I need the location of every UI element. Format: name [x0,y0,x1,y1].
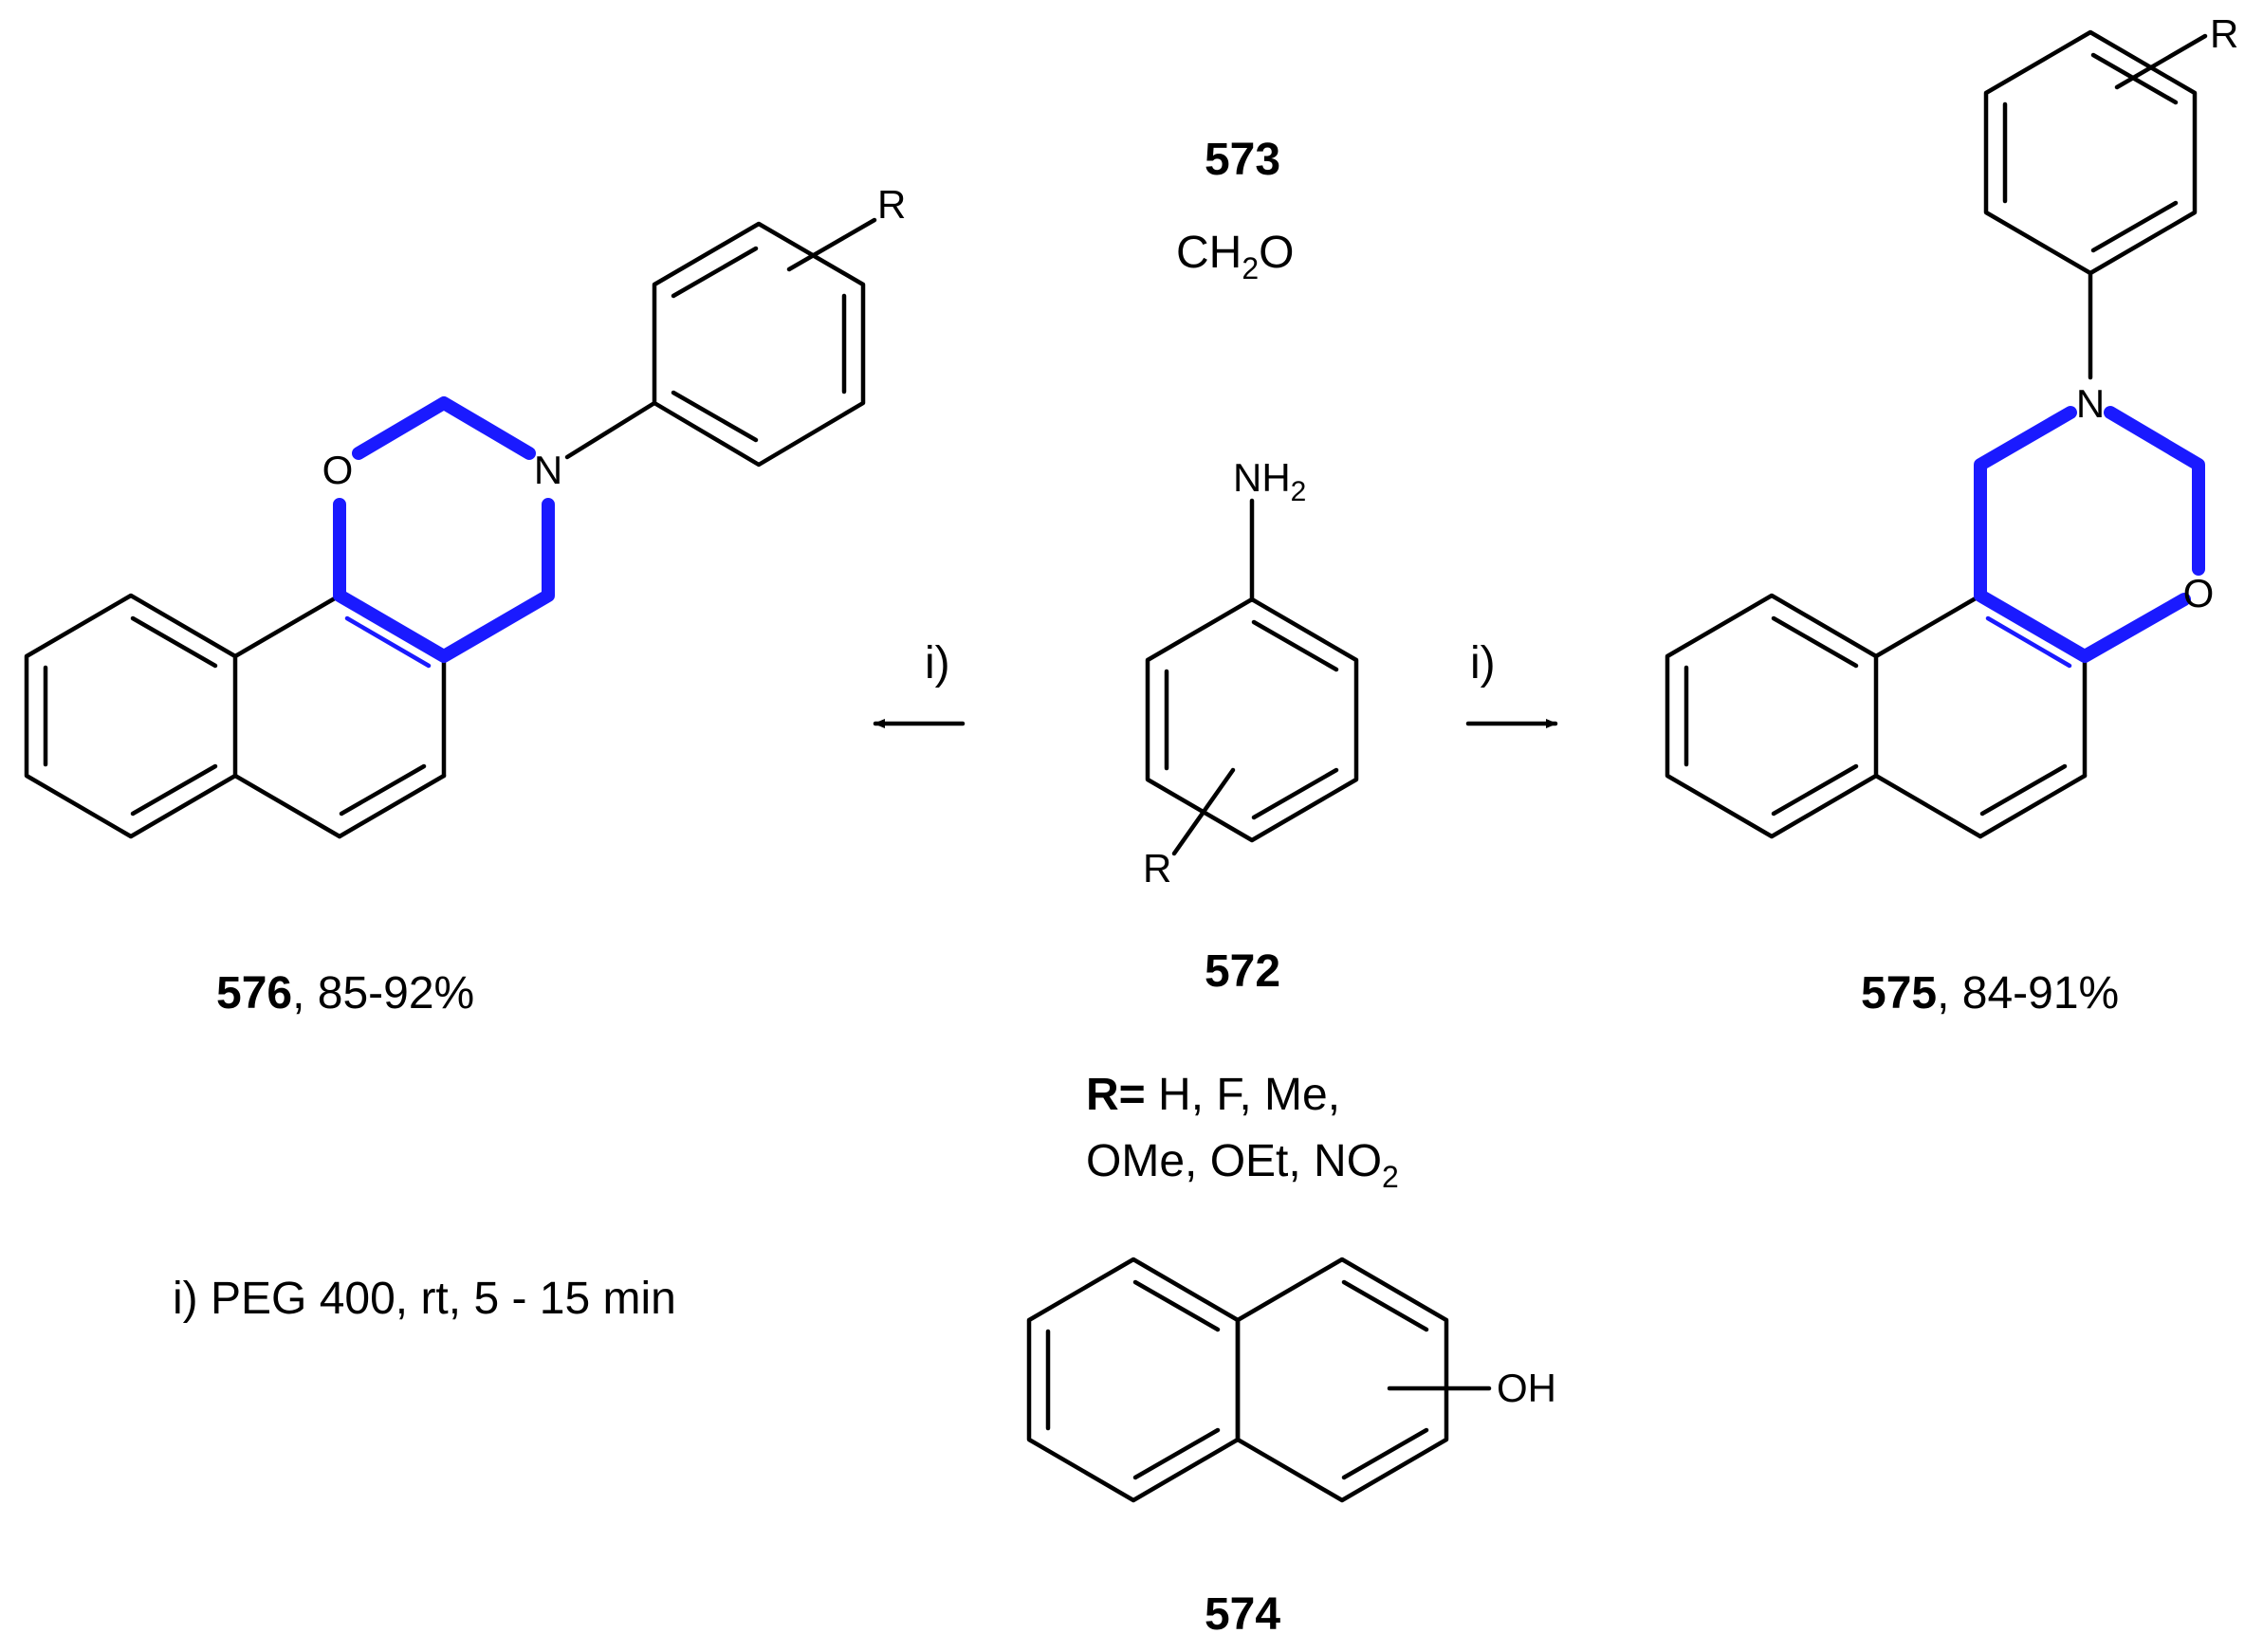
substituent-line-2: OMe, OEt, NO2 [1086,1136,1399,1194]
aryl-r-label-575: R [2210,11,2238,56]
substituent-line-1: R= H, F, Me, [1086,1070,1340,1120]
reaction-arrow-right: i) [1465,638,1558,728]
compound-575-caption: 575, 84-91% [1861,968,2119,1019]
substituent-list: R= H, F, Me, OMe, OEt, NO2 [1086,1070,1399,1194]
compound-573: 573 CH2O [1176,135,1294,285]
aniline-ring [1145,498,1359,856]
aniline-r-label: R [1143,846,1171,890]
oxazine-ring-575 [1974,406,2205,669]
oxygen-label-575: O [2183,571,2215,615]
compound-572-label: 572 [1205,946,1280,997]
nitrogen-label-576: N [534,448,562,492]
aryl-r-label-576: R [877,182,906,227]
aryl-ring-575 [1983,29,2208,380]
formaldehyde-formula: CH2O [1176,228,1294,285]
compound-574: OH 574 [1026,1257,1556,1640]
reaction-arrow-left: i) [873,638,966,728]
oxygen-label-576: O [322,448,354,492]
compound-576-caption: 576, 85-92% [216,968,474,1019]
compound-575: N O R 575, 84-91% [1665,11,2238,1019]
compound-573-label: 573 [1205,135,1280,185]
hydroxyl-label: OH [1497,1366,1556,1410]
compound-574-label: 574 [1205,1589,1280,1640]
compound-576: O N R 576, 85-92% [24,182,906,1019]
compound-572: NH2 R 572 [1143,455,1359,997]
aniline-r-bond [1171,767,1236,856]
reaction-conditions: i) PEG 400, rt, 5 - 15 min [173,1274,676,1324]
arrow-right-label: i) [1470,638,1496,688]
aryl-ring-576 [564,217,877,468]
arrow-left-label: i) [925,638,950,688]
amine-group-label: NH2 [1233,455,1306,507]
nitrogen-label-575: N [2076,381,2105,426]
naphthalene-rings-576 [24,593,447,839]
naphthol-rings [1026,1257,1492,1503]
naphthalene-rings-575 [1665,593,2088,839]
oxazine-ring-576 [333,396,555,669]
